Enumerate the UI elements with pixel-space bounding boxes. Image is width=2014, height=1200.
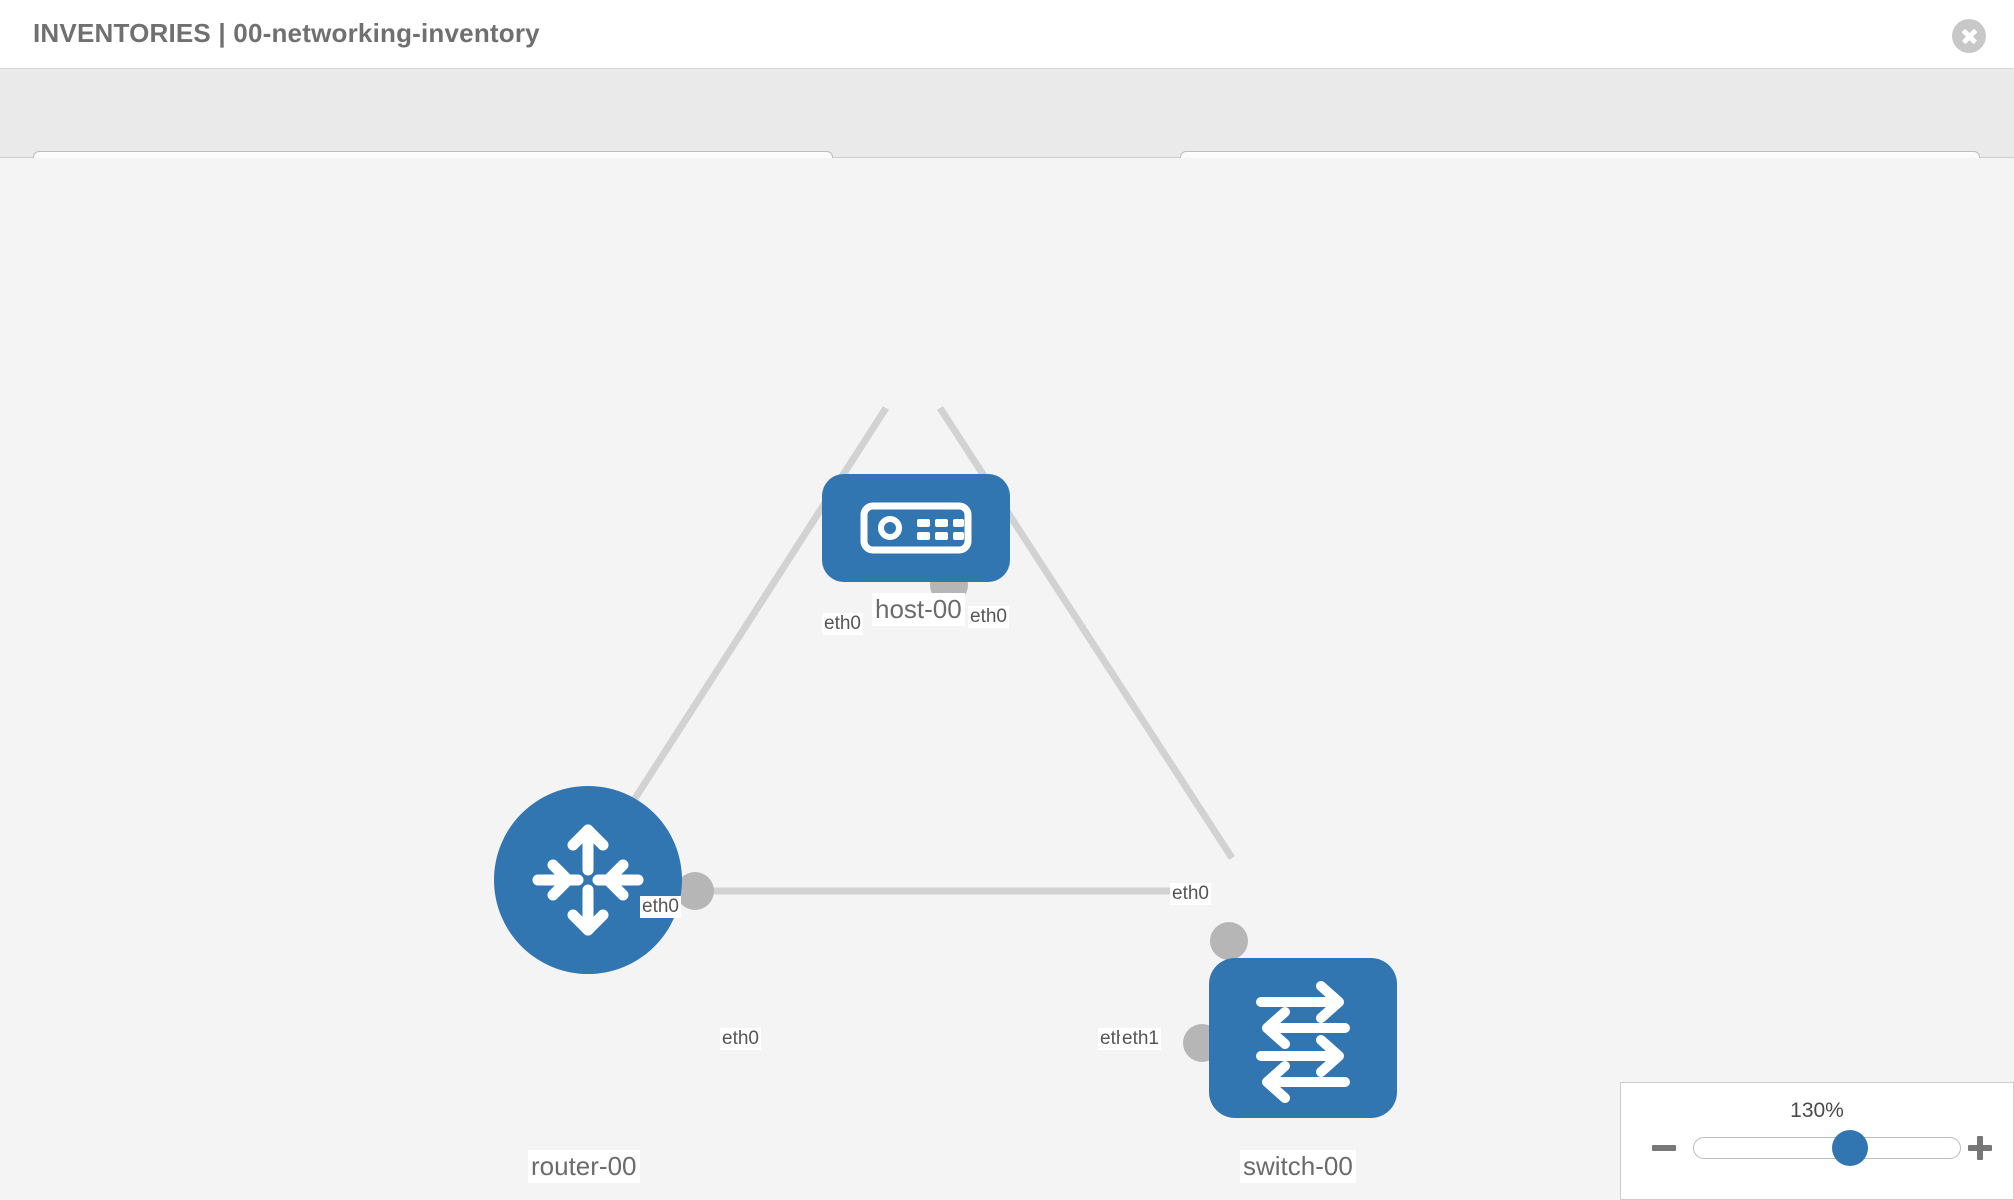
topology-canvas[interactable]: host-00 eth0 eth0 router-00 eth0 eth0 xyxy=(0,158,2014,1200)
iface-label-switch-left: eth1 xyxy=(1120,1028,1161,1050)
iface-label-router-up: eth0 xyxy=(640,896,681,918)
toolbar: ACTIONS SEARCH xyxy=(0,68,2014,203)
zoom-out-button[interactable] xyxy=(1649,1133,1679,1163)
iface-label-router-right: eth0 xyxy=(720,1028,761,1050)
server-icon xyxy=(860,502,972,554)
page-header: INVENTORIES | 00-networking-inventory xyxy=(0,0,2014,68)
node-label-switch-00: switch-00 xyxy=(1240,1150,1356,1183)
page-title: INVENTORIES | 00-networking-inventory xyxy=(33,18,540,48)
router-icon xyxy=(532,824,644,936)
switch-icon xyxy=(1256,981,1350,1103)
zoom-slider-thumb[interactable] xyxy=(1832,1130,1869,1166)
zoom-control-panel: 130% xyxy=(1620,1082,2014,1200)
close-icon[interactable] xyxy=(1952,19,1986,53)
connector-switch-top[interactable] xyxy=(1210,922,1248,960)
node-label-router-00: router-00 xyxy=(528,1150,640,1183)
zoom-slider-track[interactable] xyxy=(1693,1130,1961,1166)
iface-label-host-right: eth0 xyxy=(968,606,1009,628)
zoom-in-button[interactable] xyxy=(1965,1133,1995,1163)
topology-links xyxy=(595,406,1235,895)
connector-router-right[interactable] xyxy=(676,872,714,910)
node-label-host-00: host-00 xyxy=(872,593,965,626)
iface-label-switch-up: eth0 xyxy=(1170,883,1211,905)
zoom-level-value: 130% xyxy=(1790,1099,1844,1122)
iface-label-host-left: eth0 xyxy=(822,613,863,635)
